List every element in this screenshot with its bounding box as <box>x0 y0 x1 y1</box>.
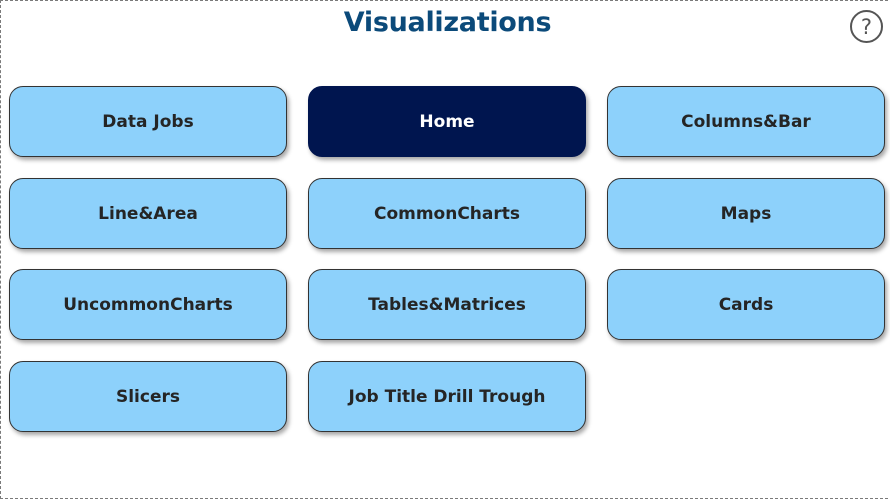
nav-button-job-title-drill-trough[interactable]: Job Title Drill Trough <box>308 361 586 432</box>
nav-button-columns-bar[interactable]: Columns&Bar <box>607 86 885 157</box>
nav-button-data-jobs[interactable]: Data Jobs <box>9 86 287 157</box>
nav-button-tables-matrices[interactable]: Tables&Matrices <box>308 269 586 340</box>
nav-button-line-area[interactable]: Line&Area <box>9 178 287 249</box>
nav-button-common-charts[interactable]: CommonCharts <box>308 178 586 249</box>
nav-button-slicers[interactable]: Slicers <box>9 361 287 432</box>
nav-button-home[interactable]: Home <box>308 86 586 157</box>
help-question-icon[interactable]: ? <box>850 10 883 43</box>
nav-button-maps[interactable]: Maps <box>607 178 885 249</box>
nav-button-uncommon-charts[interactable]: UncommonCharts <box>9 269 287 340</box>
nav-button-cards[interactable]: Cards <box>607 269 885 340</box>
page-title: Visualizations <box>343 7 552 38</box>
